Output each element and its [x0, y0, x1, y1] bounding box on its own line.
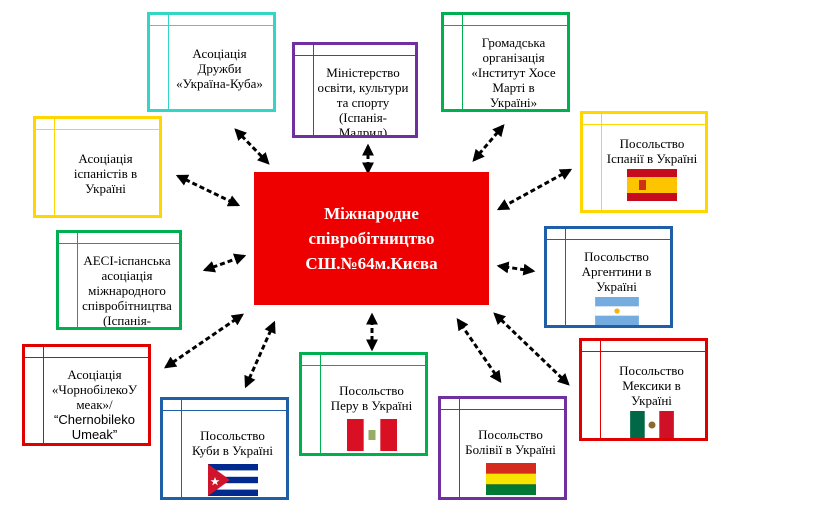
box-line: Асоціація — [67, 367, 122, 382]
central-line-1: Міжнародне — [324, 204, 419, 223]
box-embassy-mexico: Посольство Мексики в Україні — [579, 338, 708, 441]
box-line: асоціація — [101, 268, 153, 283]
box-hispanists-association: Асоціація іспаністів в Україні — [33, 116, 162, 218]
box-line: Мадрид) — [338, 125, 388, 138]
arrow-marti — [472, 124, 505, 162]
box-embassy-spain: Посольство Іспанії в Україні — [580, 111, 708, 213]
mexico-flag-icon — [629, 411, 674, 438]
box-line: Україні — [85, 180, 126, 196]
box-line: Посольство — [619, 363, 684, 378]
box-line: Асоціація — [192, 45, 247, 61]
box-line: Посольство — [619, 135, 685, 151]
argentina-flag-icon — [594, 297, 639, 325]
cuba-flag-icon — [207, 464, 258, 496]
central-node: Міжнародне співробітництво СШ.№64м.Києва — [254, 172, 489, 305]
box-line: Куби в Україні — [191, 443, 274, 458]
box-line: Посольство — [478, 427, 543, 442]
box-line: іспаністів в — [73, 165, 138, 181]
arrow-chornobyl — [164, 313, 244, 369]
box-aeci-spain: AECI-іспанська асоціація міжнародного сп… — [56, 230, 182, 330]
box-line: Посольство — [339, 383, 404, 398]
box-embassy-peru: Посольство Перу в Україні — [299, 352, 428, 456]
box-line: Мексики в — [622, 378, 681, 393]
box-line: Перу в Україні — [330, 398, 413, 413]
bolivia-flag-icon — [485, 463, 536, 495]
box-embassy-argentina: Посольство Аргентини в Україні — [544, 226, 673, 328]
box-line: (Іспанія- — [102, 313, 152, 328]
box-line: Асоціація — [78, 150, 133, 166]
arrow-embassy-argentina — [496, 261, 536, 276]
box-line: «Україна-Куба» — [176, 75, 263, 91]
box-line: Іспанії в Україні — [606, 150, 698, 166]
box-line: Аргентини в — [581, 264, 652, 279]
box-line: (Іспанія- — [338, 110, 388, 125]
box-line: Україні — [631, 393, 672, 408]
arrow-friendship — [234, 128, 270, 165]
box-line: Болівії в Україні — [465, 442, 556, 457]
box-line: співробітництва — [82, 298, 172, 313]
box-line: та спорту — [336, 95, 390, 110]
box-chornobyl-umeak: Асоціація «ЧорнобілекоУ меак»/ “Chernobi… — [22, 344, 151, 446]
arrow-embassy-cuba — [244, 320, 276, 389]
arrow-hispanists — [175, 174, 241, 207]
box-line: Україні» — [489, 95, 538, 110]
box-line: організація — [482, 50, 545, 65]
box-ministry-spain: Міністерство освіти, культури та спорту … — [292, 42, 418, 138]
spain-flag-icon — [627, 168, 677, 201]
central-line-2: співробітництво — [308, 229, 435, 248]
box-line: Україні — [596, 279, 637, 294]
box-line: AECI-іспанська — [83, 253, 171, 268]
box-line: Дружби — [197, 60, 242, 76]
arrow-embassy-mexico — [493, 312, 570, 386]
peru-flag-icon — [346, 419, 397, 451]
box-friendship-ukraine-cuba: Асоціація Дружби «Україна-Куба» — [147, 12, 276, 112]
box-line: “Chernobileko — [54, 412, 135, 427]
box-line: освіти, культури — [317, 80, 409, 95]
box-line: «Інститут Хосе — [471, 65, 556, 80]
box-line: Марті в — [492, 80, 535, 95]
arrow-embassy-spain — [496, 168, 573, 211]
box-line: Посольство — [584, 249, 649, 264]
box-line: Громадська — [481, 35, 546, 50]
arrow-embassy-bolivia — [456, 318, 502, 383]
box-embassy-cuba: Посольство Куби в Україні — [160, 397, 289, 500]
box-line: Міністерство — [326, 65, 400, 80]
arrow-aeci — [202, 253, 247, 273]
box-line: міжнародного — [88, 283, 166, 298]
box-line: Umeak” — [71, 427, 118, 442]
central-line-3: СШ.№64м.Києва — [305, 254, 438, 273]
box-line: «ЧорнобілекоУ — [51, 382, 138, 397]
box-line: меак»/ — [76, 397, 113, 412]
box-embassy-bolivia: Посольство Болівії в Україні — [438, 396, 567, 500]
box-line: Посольство — [200, 428, 265, 443]
box-jose-marti-institute: Громадська організація «Інститут Хосе Ма… — [441, 12, 570, 112]
